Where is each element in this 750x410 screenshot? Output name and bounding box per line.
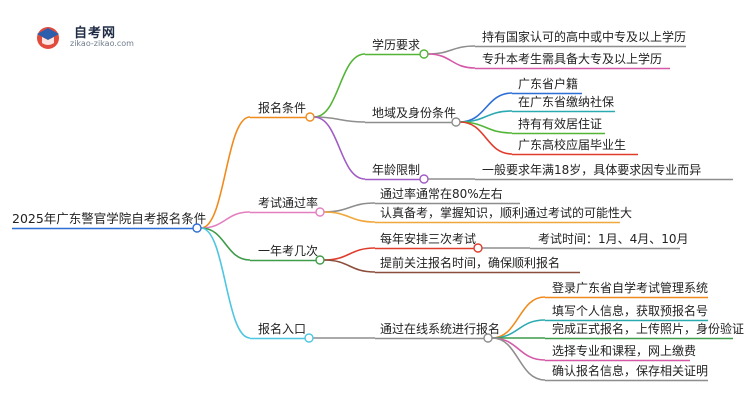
branch-connector [323, 247, 376, 261]
logo-title: 自考网 [74, 26, 117, 41]
subtopic-node: 学历要求 [372, 37, 420, 52]
leaf-node: 持有有效居住证 [518, 116, 602, 131]
branch-connector [200, 116, 251, 229]
branch-connector [313, 116, 366, 123]
branch-connector [313, 53, 366, 118]
subtopic-node: 每年安排三次考试 [380, 231, 476, 246]
leaf-node: 选择专业和课程，网上缴费 [552, 343, 696, 358]
topic-node: 报名条件 [258, 100, 306, 115]
branch-connector [323, 211, 376, 223]
leaf-node: 持有国家认可的高中或中专及以上学历 [482, 29, 686, 44]
topic-connector-dot [305, 112, 315, 122]
branch-connector [323, 259, 376, 273]
topic-connector-dot [304, 333, 314, 343]
topic-connector-dot [315, 255, 325, 265]
leaf-node: 一般要求年满18岁，具体要求因专业而异 [482, 162, 701, 177]
leaf-node: 考试时间：1月、4月、10月 [538, 231, 689, 246]
leaf-node: 广东高校应届毕业生 [518, 137, 626, 152]
leaf-node: 登录广东省自学考试管理系统 [552, 280, 708, 295]
leaf-node: 在广东省缴纳社保 [518, 94, 614, 109]
branch-connector [491, 337, 546, 381]
subtopic-connector-dot [451, 117, 461, 127]
root-node: 2025年广东警官学院自考报名条件 [12, 211, 206, 226]
topic-node: 报名入口 [258, 321, 306, 336]
subtopic-connector-dot [419, 49, 429, 59]
subtopic-node: 认真备考，掌握知识，顺利通过考试的可能性大 [380, 205, 632, 220]
leaf-node: 确认报名信息，保存相关证明 [552, 363, 708, 378]
leaf-node: 专升本考生需具备大专及以上学历 [482, 51, 662, 66]
branch-connector [427, 53, 476, 69]
branch-connector [313, 116, 366, 180]
subtopic-node: 年龄限制 [372, 163, 420, 177]
logo-url: zikao-zikao.com [70, 39, 134, 48]
graduation-cap-icon [37, 27, 59, 49]
branch-connector [200, 227, 251, 339]
leaf-node: 广东省户籍 [518, 76, 578, 91]
root-connector-dot [192, 223, 202, 233]
branch-connector [459, 121, 513, 155]
subtopic-node: 提前关注报名时间，确保顺利报名 [380, 255, 560, 270]
topic-node: 考试通过率 [258, 195, 318, 210]
branch-connector [491, 337, 546, 361]
subtopic-node: 通过在线系统进行报名 [380, 321, 500, 336]
subtopic-connector-dot [473, 243, 483, 253]
topic-node: 一年考几次 [258, 244, 318, 258]
site-logo: 自考网 zikao-zikao.com [34, 22, 154, 52]
subtopic-node: 地域及身份条件 [372, 105, 456, 120]
branch-connector [427, 45, 476, 55]
leaf-node: 填写个人信息，获取预报名号 [552, 303, 708, 318]
leaf-node: 完成正式报名，上传照片，身份验证 [552, 321, 744, 336]
branch-connector [323, 202, 376, 213]
topic-connector-dot [315, 207, 325, 217]
branch-connector [200, 227, 251, 261]
subtopic-connector-dot [419, 174, 429, 184]
subtopic-node: 通过率通常在80%左右 [380, 186, 503, 201]
branch-connector [200, 211, 251, 229]
subtopic-connector-dot [483, 333, 493, 343]
branch-connector [459, 92, 513, 123]
